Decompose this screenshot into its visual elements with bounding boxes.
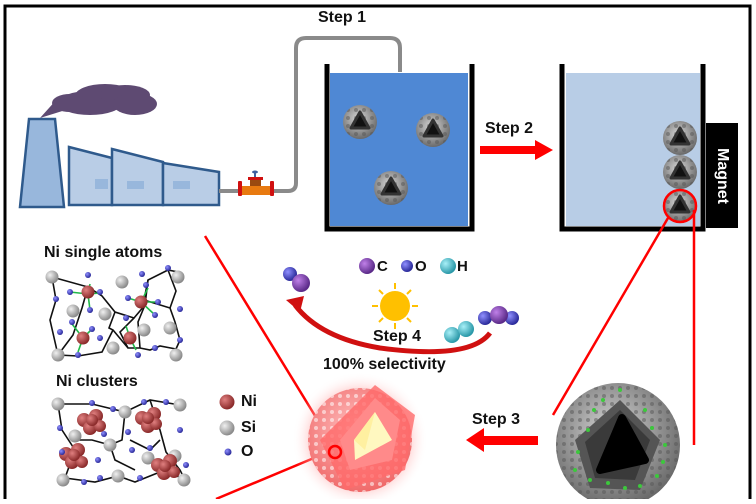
magnet: Magnet [706,123,738,228]
hollow-catalyst-sphere [556,383,680,504]
step4-curved-arrow [293,303,493,355]
ni-clusters-structure [51,397,191,487]
h2-molecule [444,321,474,343]
zoom-line [551,217,670,416]
step3-arrow [466,428,538,452]
factory-icon [18,84,221,209]
sun-icon [372,283,418,329]
ni-single-atoms-structure [45,265,185,362]
step2-label: Step 2 [485,120,534,137]
legend-h-dot [440,258,456,274]
catalyst-particle [341,103,379,141]
illuminated-catalyst-sphere [292,372,428,504]
zoom-highlight-circle [327,444,343,460]
legend-o-dot [224,448,232,456]
beaker-separation [559,64,706,232]
ni-cluster [59,443,88,469]
step4-label: Step 4 [373,328,422,345]
legend-ni-label: Ni [241,393,257,410]
zoom-highlight-circle [662,188,698,224]
pipe [219,36,402,193]
catalyst-particle [414,111,452,149]
legend-o-label: O [241,443,254,460]
step4-arrowhead [286,296,304,312]
ni-cluster [77,409,106,435]
co-molecule [283,267,310,292]
legend-o-dot [401,260,413,272]
step3-label: Step 3 [472,411,521,428]
legend-si-dot [219,420,235,436]
legend-ni-dot [219,394,235,410]
ni-cluster [151,454,180,480]
catalyst-particle [661,119,699,157]
ni-cluster [135,407,162,433]
magnet-label: Magnet [714,147,731,204]
smoke-cloud-icon [40,84,157,118]
legend-o-label: O [415,258,427,275]
catalyst-particle [661,153,699,191]
legend-c-dot [359,258,375,274]
selectivity-label: 100% selectivity [323,356,446,373]
single-atoms-title: Ni single atoms [44,244,163,261]
step2-arrow [480,140,553,160]
legend-h-label: H [457,258,468,275]
beaker-reaction [324,64,475,232]
co2-molecule [478,306,519,325]
catalyst-particle [372,169,410,207]
clusters-title: Ni clusters [56,373,138,390]
frame-border [3,4,752,504]
legend-si-label: Si [241,419,257,436]
step1-label: Step 1 [318,9,367,26]
legend-c-label: C [377,258,388,275]
valve-icon [238,170,274,196]
